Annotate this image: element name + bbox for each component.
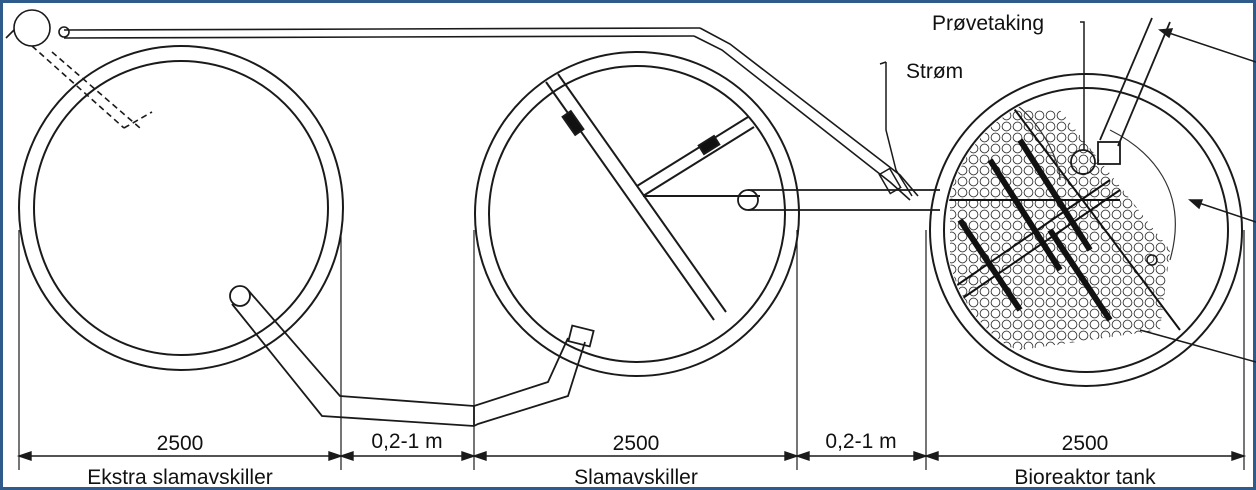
label-power: Strøm <box>906 60 963 83</box>
dimension-line <box>16 451 1247 461</box>
tank-sludge-separator <box>474 51 800 377</box>
caption-bioreactor-tank: Bioreaktor tank <box>1014 466 1156 489</box>
tank-extra-sludge-separator <box>18 45 344 371</box>
dimension-tank1: 2500 <box>157 432 204 455</box>
overflow-pipe <box>63 27 919 201</box>
dimension-tank2: 2500 <box>613 432 660 455</box>
dimension-gap1: 0,2-1 m <box>371 430 442 453</box>
caption-sludge-separator: Slamavskiller <box>574 466 698 489</box>
inlet-fitting <box>5 9 153 129</box>
dimension-tank3: 2500 <box>1062 432 1109 455</box>
dimension-extension-lines <box>18 230 1245 470</box>
transfer-pipe-1 <box>229 285 595 427</box>
label-sampling: Prøvetaking <box>932 12 1044 35</box>
tank-bioreactor <box>929 17 1243 387</box>
power-cable <box>878 61 913 197</box>
dimension-gap2: 0,2-1 m <box>825 430 896 453</box>
leader-lines <box>1080 21 1256 363</box>
caption-extra-sludge-separator: Ekstra slamavskiller <box>87 466 273 489</box>
